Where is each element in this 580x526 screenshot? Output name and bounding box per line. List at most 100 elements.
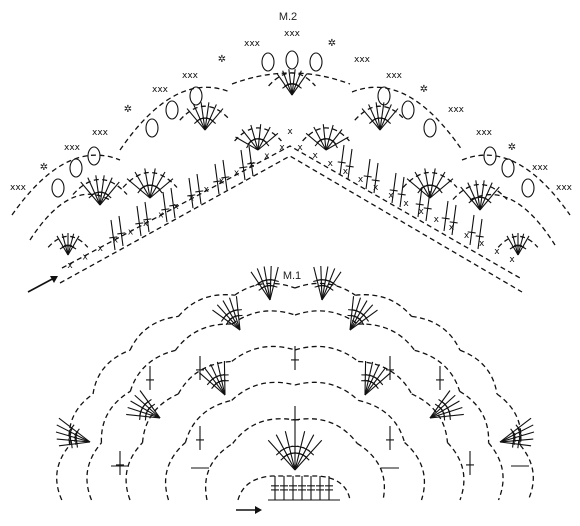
treble-crossbar: [213, 180, 222, 183]
chain-loop: [521, 178, 535, 198]
treble-stitch: [216, 304, 241, 331]
chain-arc: [56, 444, 71, 501]
treble-crossbar: [371, 179, 380, 182]
treble-stitch: [294, 434, 315, 471]
treble-stitch: [55, 431, 91, 443]
treble-crossbar: [314, 139, 321, 147]
treble-stitch: [477, 218, 483, 250]
treble-stitch: [275, 434, 296, 471]
stitch-fan: [212, 296, 243, 331]
single-crochet-symbol: x: [264, 151, 270, 161]
m2-picot-row: xxx✲xxxxxx✲xxxxxx✲xxxxxx✲xxxxxx✲xxxxxx✲x…: [10, 29, 573, 193]
chain-arc: [411, 315, 461, 351]
treble-stitch: [56, 424, 91, 443]
m2-start-arrow-icon: [27, 276, 58, 293]
treble-crossbar: [220, 314, 227, 322]
treble-stitch: [80, 181, 101, 206]
treble-stitch: [429, 394, 456, 419]
treble-stitch: [517, 235, 530, 256]
stitch-fan: [234, 124, 282, 151]
single-crochet-symbol: x: [418, 207, 424, 217]
picot-symbol: ✲: [218, 54, 226, 65]
treble-stitch: [196, 173, 202, 205]
stitch-fan: [47, 233, 89, 256]
treble-stitch: [339, 144, 345, 176]
treble-stitch: [212, 309, 241, 331]
m2-foundation-row: [59, 145, 523, 293]
treble-stitch: [126, 178, 151, 199]
chain-scallop: [119, 86, 231, 151]
treble-crossbar: [70, 440, 73, 449]
treble-stitch: [126, 413, 161, 419]
treble-crossbar: [117, 232, 126, 235]
single-crochet-symbol: x: [158, 210, 164, 220]
treble-stitch: [149, 178, 174, 199]
treble-crossbar: [518, 436, 521, 445]
treble-crossbar: [169, 204, 178, 207]
single-crochet-symbol: x: [312, 151, 318, 161]
chain-scallop: [469, 193, 556, 246]
single-crochet-symbol: x: [173, 202, 179, 212]
treble-stitch: [349, 296, 355, 331]
chain-loop: [189, 86, 203, 106]
stitch-fan: [302, 124, 350, 151]
treble-stitch: [248, 145, 254, 177]
single-crochet-symbol: x: [287, 127, 293, 137]
treble-stitch: [361, 108, 381, 131]
chain-arc: [488, 442, 504, 501]
single-crochet-symbol: x: [234, 168, 240, 178]
treble-stitch: [443, 200, 449, 232]
single-crochet-symbol: x: [434, 215, 440, 225]
treble-crossbar: [337, 161, 346, 164]
single-crochet-symbol: xxx: [532, 163, 549, 173]
treble-stitch: [373, 162, 379, 194]
treble-crossbar: [475, 235, 484, 238]
single-crochet-symbol: x: [128, 227, 134, 237]
treble-stitch: [479, 186, 500, 211]
single-crochet-symbol: xxx: [182, 71, 199, 81]
single-crochet-symbol: x: [98, 244, 104, 254]
chain-arc: [357, 323, 416, 351]
chain-arc: [232, 418, 296, 444]
treble-stitch: [429, 390, 451, 419]
treble-stitch: [257, 132, 279, 151]
treble-crossbar: [275, 449, 283, 456]
treble-stitch: [469, 214, 475, 246]
chain-arc: [184, 399, 232, 443]
treble-crossbar: [415, 203, 424, 206]
stitch-fan: [179, 102, 231, 131]
chain-arc: [294, 418, 358, 444]
treble-crossbar: [68, 428, 73, 436]
treble-stitch: [349, 300, 368, 331]
picot-symbol: ✲: [40, 162, 48, 173]
diagram-m2-label: M.2: [279, 11, 297, 23]
treble-stitch: [460, 186, 481, 211]
treble-crossbar: [369, 117, 376, 124]
treble-crossbar: [195, 190, 204, 193]
chain-arc: [446, 442, 465, 501]
m2-fans: [47, 50, 539, 256]
treble-crossbar: [161, 208, 170, 211]
treble-stitch: [269, 266, 272, 301]
treble-crossbar: [449, 221, 458, 224]
single-crochet-symbol: x: [82, 253, 88, 263]
treble-stitch: [321, 266, 329, 301]
treble-crossbar: [211, 382, 218, 390]
treble-stitch: [204, 104, 217, 131]
treble-stitch: [321, 268, 336, 301]
fan-arc: [354, 105, 406, 121]
single-crochet-symbol: x: [388, 191, 394, 201]
stitch-fan: [72, 175, 128, 206]
single-crochet-symbol: xxx: [10, 183, 27, 193]
single-crochet-symbol: x: [479, 239, 485, 249]
chain-arc: [129, 349, 176, 392]
treble-stitch: [499, 441, 532, 447]
treble-crossbar: [282, 83, 290, 89]
treble-stitch: [288, 69, 293, 96]
treble-stitch: [56, 235, 69, 256]
treble-stitch: [67, 235, 80, 256]
treble-crossbar: [246, 140, 252, 149]
treble-stitch: [269, 266, 279, 301]
treble-stitch: [263, 266, 271, 301]
